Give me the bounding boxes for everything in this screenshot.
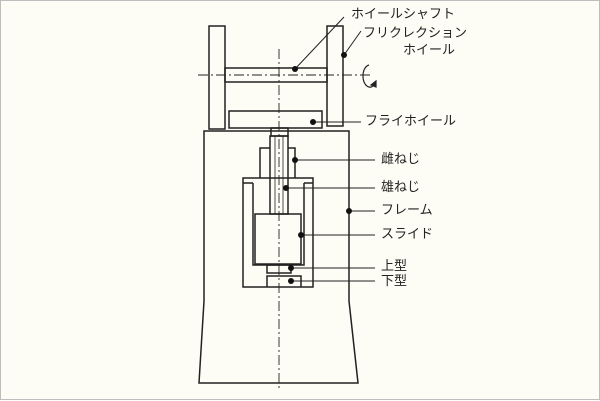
label-wheel-shaft: ホイールシャフト bbox=[351, 7, 456, 22]
leader-dots bbox=[283, 52, 352, 284]
frame bbox=[198, 130, 359, 384]
leader-lines bbox=[286, 16, 375, 282]
label-slide: スライド bbox=[381, 227, 434, 242]
label-upper-die: 上型 bbox=[381, 259, 408, 274]
center-lines bbox=[198, 49, 373, 391]
label-friction-wheel: フリクレクション bbox=[363, 26, 468, 41]
label-flywheel: フライホイール bbox=[365, 114, 457, 129]
screw-stub bbox=[270, 127, 289, 137]
label-frame: フレーム bbox=[381, 203, 433, 218]
friction-wheel-left bbox=[208, 25, 226, 130]
female-screw-nut bbox=[259, 147, 296, 178]
label-female-screw: 雌ねじ bbox=[381, 152, 421, 167]
slide bbox=[254, 213, 302, 265]
label-male-screw: 雄ねじ bbox=[381, 180, 421, 195]
friction-wheel-right bbox=[326, 25, 344, 127]
flywheel bbox=[228, 110, 323, 129]
label-lower-die: 下型 bbox=[381, 274, 408, 289]
label-friction-wheel-2: ホイール bbox=[403, 43, 456, 58]
rotation-arrow-icon bbox=[362, 64, 377, 88]
